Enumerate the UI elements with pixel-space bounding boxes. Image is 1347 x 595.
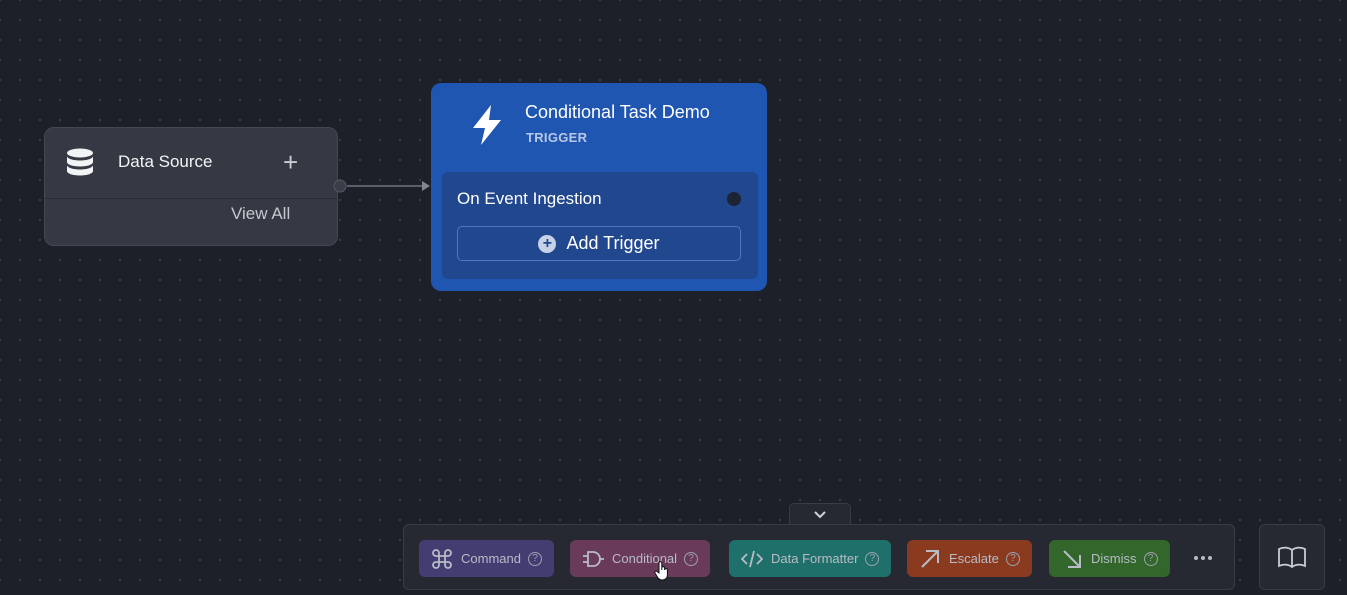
data-source-node[interactable]: Data Source + View All xyxy=(44,127,338,246)
data-formatter-label: Data Formatter xyxy=(771,551,859,566)
chevron-down-icon xyxy=(814,510,826,518)
database-icon xyxy=(67,148,93,176)
arrow-down-right-icon xyxy=(1063,549,1081,568)
node-toolbar: Command ? Conditional ? Data Formatter ? xyxy=(403,524,1235,590)
dismiss-button[interactable]: Dismiss ? xyxy=(1049,540,1170,577)
help-icon[interactable]: ? xyxy=(865,551,880,566)
conditional-icon xyxy=(583,550,604,567)
toolbar-collapse-button[interactable] xyxy=(789,503,851,525)
help-icon[interactable]: ? xyxy=(1143,551,1158,566)
help-icon[interactable]: ? xyxy=(684,551,699,566)
command-label: Command xyxy=(461,551,521,566)
book-icon xyxy=(1278,546,1306,568)
command-button[interactable]: Command ? xyxy=(419,540,554,577)
ellipsis-icon[interactable] xyxy=(1188,547,1218,569)
trigger-title: Conditional Task Demo xyxy=(525,102,710,122)
help-icon[interactable]: ? xyxy=(1005,551,1020,566)
add-data-source-button[interactable]: + xyxy=(283,147,299,177)
data-formatter-button[interactable]: Data Formatter ? xyxy=(729,540,892,577)
command-icon xyxy=(432,548,452,569)
escalate-label: Escalate xyxy=(949,551,999,566)
conditional-button[interactable]: Conditional ? xyxy=(570,540,711,577)
hand-cursor-icon xyxy=(654,561,668,581)
docs-button[interactable] xyxy=(1259,524,1325,590)
trigger-subtitle: TRIGGER xyxy=(526,130,588,145)
add-trigger-button[interactable]: + Add Trigger xyxy=(457,226,741,261)
arrow-up-right-icon xyxy=(921,549,939,568)
view-all-link[interactable]: View All xyxy=(231,204,291,223)
event-output-handle[interactable] xyxy=(727,192,741,206)
trigger-node[interactable]: Conditional Task Demo TRIGGER On Event I… xyxy=(431,83,767,291)
dismiss-label: Dismiss xyxy=(1091,551,1137,566)
data-source-header: Data Source + xyxy=(45,128,337,199)
data-source-title: Data Source xyxy=(118,152,213,171)
add-trigger-label: Add Trigger xyxy=(566,233,660,253)
code-icon xyxy=(741,550,763,567)
lightning-icon xyxy=(473,105,501,145)
plus-circle-icon: + xyxy=(538,234,557,253)
output-handle xyxy=(333,179,347,193)
connection-edge xyxy=(333,179,430,193)
event-label: On Event Ingestion xyxy=(457,189,602,208)
help-icon[interactable]: ? xyxy=(527,551,542,566)
trigger-event-panel: On Event Ingestion + Add Trigger xyxy=(442,172,758,279)
escalate-button[interactable]: Escalate ? xyxy=(907,540,1032,577)
